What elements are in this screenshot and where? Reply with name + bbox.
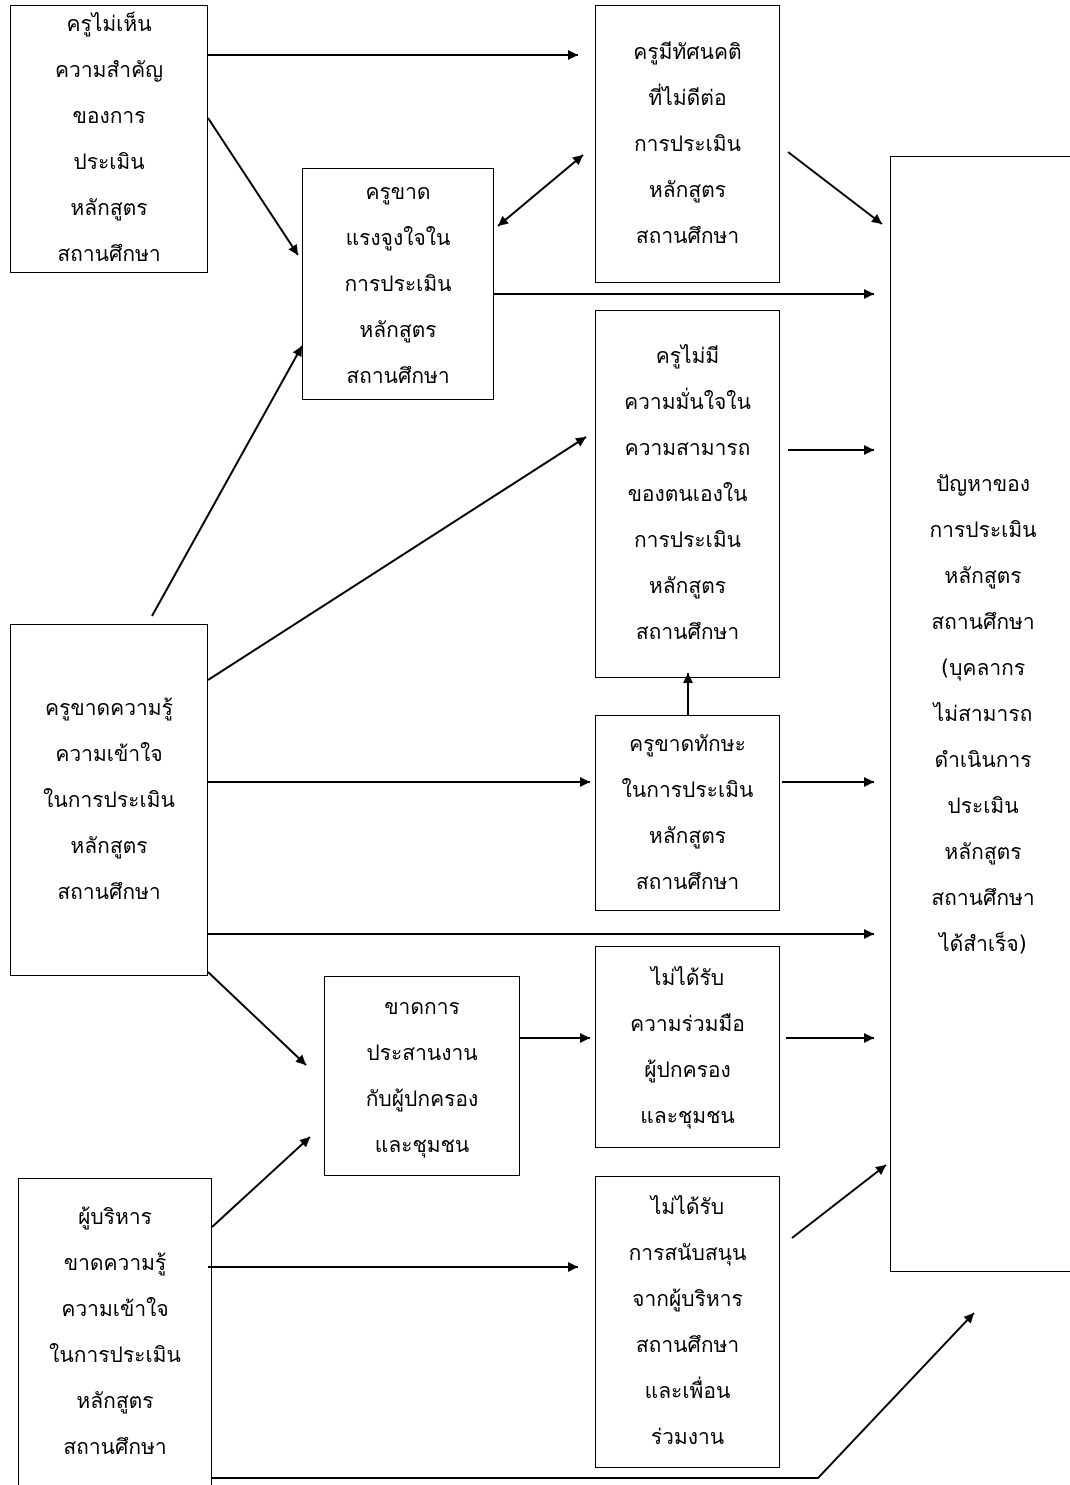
- node-label: ครูไม่มี ความมั่นใจใน ความสามารถ ของตนเอ…: [624, 344, 751, 644]
- node-lack-coordination: ขาดการ ประสานงาน กับผู้ปกครอง และชุมชน: [324, 976, 520, 1176]
- node-label: ครูไม่เห็น ความสำคัญ ของการ ประเมิน หลัก…: [54, 12, 164, 266]
- edge-admin-to-coordination: [211, 1136, 311, 1228]
- node-label: ครูขาดทักษะ ในการประเมิน หลักสูตร สถานศึ…: [621, 732, 754, 894]
- node-label: ไม่ได้รับ ความร่วมมือ ผู้ปกครอง และชุมชน: [630, 966, 745, 1128]
- node-teacher-no-confidence: ครูไม่มี ความมั่นใจใน ความสามารถ ของตนเอ…: [595, 310, 780, 678]
- edge-support-to-problem: [791, 1164, 887, 1239]
- node-admin-lack-knowledge: ผู้บริหาร ขาดความรู้ ความเข้าใจ ในการประ…: [18, 1178, 212, 1485]
- node-no-admin-support: ไม่ได้รับ การสนับสนุน จากผู้บริหาร สถานศ…: [595, 1176, 780, 1468]
- node-no-parent-cooperation: ไม่ได้รับ ความร่วมมือ ผู้ปกครอง และชุมชน: [595, 946, 780, 1148]
- node-label: ครูขาดความรู้ ความเข้าใจ ในการประเมิน หล…: [43, 696, 175, 904]
- edge-knowledge-to-motivation: [151, 345, 303, 617]
- node-teacher-lack-knowledge: ครูขาดความรู้ ความเข้าใจ ในการประเมิน หล…: [10, 624, 208, 976]
- node-teacher-not-see-importance: ครูไม่เห็น ความสำคัญ ของการ ประเมิน หลัก…: [10, 5, 208, 273]
- node-label: ผู้บริหาร ขาดความรู้ ความเข้าใจ ในการประ…: [49, 1205, 181, 1459]
- edge-attitude-to-problem: [787, 151, 883, 225]
- edge-knowledge-to-confidence: [207, 436, 587, 681]
- node-label: ครูขาด แรงจูงใจใน การประเมิน หลักสูตร สถ…: [344, 180, 452, 388]
- node-teacher-negative-attitude: ครูมีทัศนคติ ที่ไม่ดีต่อ การประเมิน หลัก…: [595, 5, 780, 283]
- edge-attitude-motivation-bidirectional: [497, 154, 584, 227]
- node-problem: ปัญหาของ การประเมิน หลักสูตร สถานศึกษา (…: [890, 156, 1070, 1272]
- node-label: ปัญหาของ การประเมิน หลักสูตร สถานศึกษา (…: [929, 472, 1037, 956]
- edge-admin-to-problem: [212, 1312, 975, 1479]
- node-label: ครูมีทัศนคติ ที่ไม่ดีต่อ การประเมิน หลัก…: [633, 40, 742, 248]
- node-label: ขาดการ ประสานงาน กับผู้ปกครอง และชุมชน: [365, 995, 479, 1157]
- edge-knowledge-to-coordination: [207, 971, 307, 1066]
- edge-importance-to-motivation: [207, 117, 299, 256]
- node-label: ไม่ได้รับ การสนับสนุน จากผู้บริหาร สถานศ…: [628, 1195, 747, 1449]
- node-teacher-lack-skill: ครูขาดทักษะ ในการประเมิน หลักสูตร สถานศึ…: [595, 715, 780, 911]
- node-teacher-lack-motivation: ครูขาด แรงจูงใจใน การประเมิน หลักสูตร สถ…: [302, 168, 494, 400]
